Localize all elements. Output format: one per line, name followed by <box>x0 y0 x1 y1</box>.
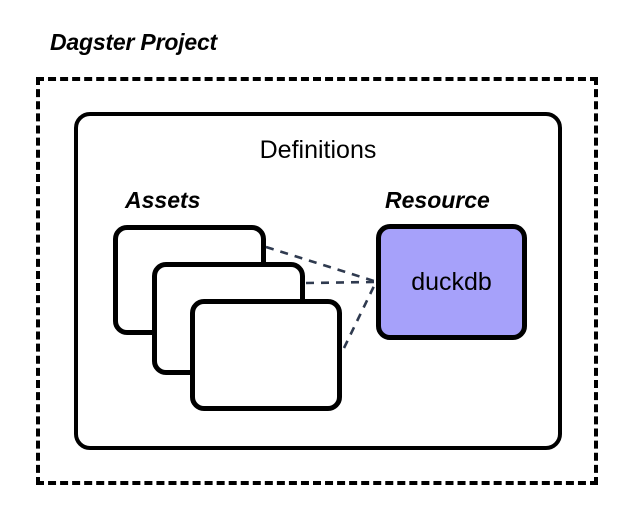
project-title: Dagster Project <box>50 29 218 55</box>
duckdb-resource-label: duckdb <box>411 267 492 296</box>
asset-card[interactable] <box>190 299 342 411</box>
duckdb-resource-node[interactable]: duckdb <box>376 224 527 340</box>
definitions-title: Definitions <box>259 136 377 164</box>
project-container <box>36 77 598 485</box>
assets-group-label: Assets <box>125 187 201 213</box>
resource-group-label: Resource <box>385 187 490 213</box>
